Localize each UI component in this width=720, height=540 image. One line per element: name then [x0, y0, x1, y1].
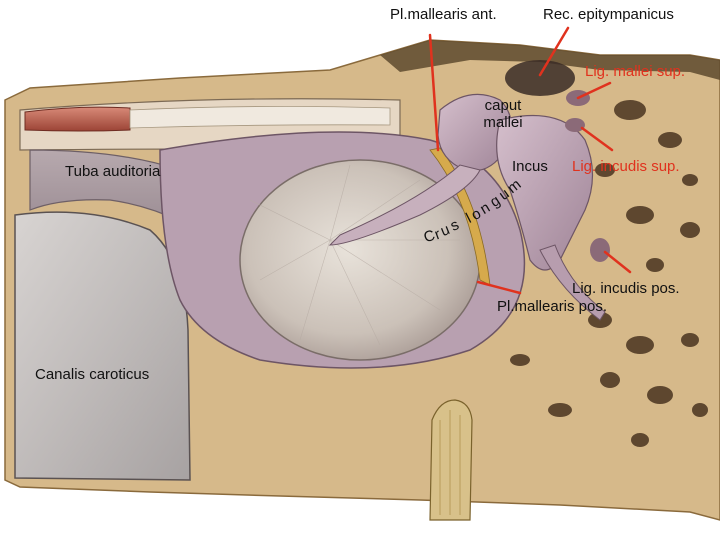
label-pl-mallearis-ant: Pl.mallearis ant. [390, 6, 497, 23]
label-lig-mallei-sup: Lig. mallei sup. [585, 63, 686, 80]
styloid-texture [439, 410, 461, 515]
label-caput: caput [484, 97, 522, 114]
label-lig-incudis-sup: Lig. incudis sup. [572, 158, 680, 175]
malleus-handle [328, 164, 481, 246]
pointer-lig-mallei-sup [576, 81, 612, 100]
pointer-rec-epitympanicus [538, 26, 570, 77]
mastoid-air-cells [510, 100, 708, 447]
label-incus: Incus [512, 158, 548, 175]
pointer-lines [428, 26, 632, 295]
tensor-tympani-muscle [24, 106, 131, 132]
styloid-process [429, 399, 473, 521]
label-rec-epitympanicus: Rec. epitympanicus [543, 6, 674, 23]
tensor-tympani-tendon [129, 106, 391, 129]
pointer-lig-incudis-sup [580, 126, 614, 152]
pointer-pl-mallearis-ant [428, 33, 440, 152]
label-mallei: mallei [483, 114, 523, 131]
pointer-lig-incudis-pos [603, 250, 632, 274]
label-canalis-caroticus: Canalis caroticus [35, 366, 150, 383]
lig-incudis-sup-shape [565, 118, 585, 132]
label-pl-mallearis-pos: Pl.mallearis pos. [497, 298, 608, 315]
lig-incudis-pos-shape [590, 238, 610, 262]
label-lig-incudis-pos: Lig. incudis pos. [572, 280, 680, 297]
label-caput-mallei: caput mallei [478, 97, 528, 131]
label-tuba-auditoria: Tuba auditoria [65, 163, 161, 180]
epitympanic-recess [505, 60, 575, 96]
canalis-caroticus-shape [14, 211, 191, 481]
incus-long-process [539, 244, 606, 321]
pointer-pl-mallearis-pos [476, 280, 522, 295]
